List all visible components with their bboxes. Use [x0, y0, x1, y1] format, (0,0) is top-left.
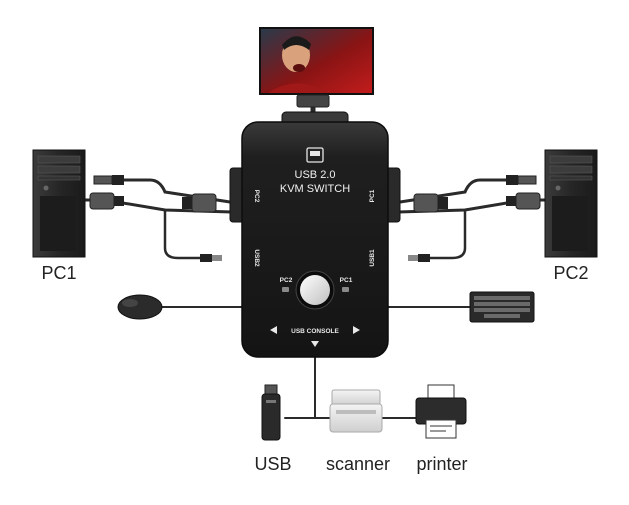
monitor-icon [259, 27, 374, 108]
pc-tower-icon [32, 149, 86, 258]
pc1-usb2-cable [163, 208, 202, 260]
pc1-usb2-plug [200, 254, 222, 262]
pc1-usb-cable [120, 178, 232, 204]
pc2-label: PC2 [553, 263, 588, 283]
usb-label: USB [254, 454, 291, 474]
pc1-usb-plug [93, 175, 124, 185]
port-label-pc1: PC1 [369, 189, 376, 202]
port-label-usb1: USB1 [369, 249, 376, 267]
kvm-switch: USB 2.0 KVM SWITCH PC2 PC1 USB2 USB1 PC2… [229, 111, 401, 358]
pc2-usb1-plug [408, 254, 430, 262]
pc2-usb-plug [506, 175, 537, 185]
usb-drive-icon [261, 384, 281, 441]
led-label-pc2: PC2 [280, 277, 293, 284]
switch-button[interactable] [300, 275, 330, 305]
usb-console-label: USB CONSOLE [291, 328, 339, 335]
mouse-icon [117, 294, 163, 320]
led-label-pc1: PC1 [340, 277, 353, 284]
usb-symbol-icon [306, 147, 324, 163]
switch-title-line1: USB 2.0 [295, 169, 336, 181]
printer-icon [415, 384, 467, 439]
pc1-vga-plug-left [89, 192, 124, 210]
scanner-icon [329, 389, 383, 433]
pc2-vga-plug-right [506, 192, 541, 210]
monitor-vga-plug [296, 94, 330, 108]
console-arrow-left [270, 326, 277, 334]
led-pc2 [282, 287, 289, 292]
scanner-label: scanner [326, 454, 390, 474]
console-arrow-down [311, 341, 319, 347]
printer-label: printer [416, 454, 467, 474]
port-label-pc2: PC2 [253, 190, 260, 203]
pc1-vga-plug-right [182, 193, 217, 213]
port-label-usb2: USB2 [253, 249, 260, 267]
pc-tower-icon [544, 149, 598, 258]
pc2-vga-plug-left [413, 193, 448, 213]
console-arrow-right [353, 326, 360, 334]
led-pc1 [342, 287, 349, 292]
switch-title-line2: KVM SWITCH [280, 183, 350, 195]
pc1-label: PC1 [41, 263, 76, 283]
pc2-usb-cable [398, 178, 510, 204]
pc2-usb1-cable [428, 208, 467, 260]
keyboard-icon [469, 291, 535, 323]
monitor-screen [261, 29, 372, 93]
